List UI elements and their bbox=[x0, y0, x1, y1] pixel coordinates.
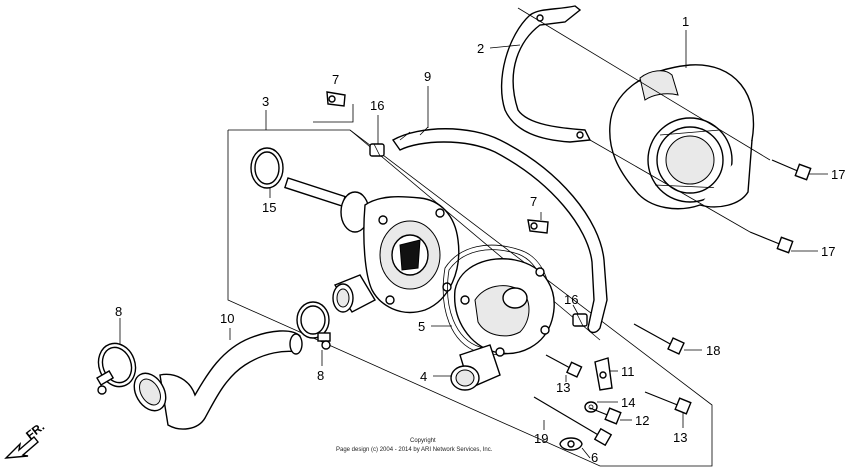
pump-cover[interactable] bbox=[450, 258, 555, 391]
clip-11[interactable] bbox=[594, 357, 613, 391]
copyright-line-1: Copyright bbox=[410, 438, 436, 444]
callout-1: 1 bbox=[682, 14, 689, 29]
hose-clamp-right[interactable] bbox=[296, 301, 331, 350]
front-direction-arrow: FR. bbox=[4, 419, 47, 459]
bolt-18[interactable] bbox=[633, 323, 685, 355]
callout-6: 6 bbox=[591, 450, 598, 465]
callout-8-left: 8 bbox=[115, 304, 122, 319]
callout-5: 5 bbox=[418, 319, 425, 334]
callout-9: 9 bbox=[424, 69, 431, 84]
bolt-12[interactable] bbox=[589, 407, 622, 425]
water-hose[interactable] bbox=[128, 330, 303, 430]
copyright-notice: Copyright Page design (c) 2004 - 2014 by… bbox=[336, 438, 493, 453]
callout-17-lower: 17 bbox=[821, 244, 835, 259]
clip-16-upper[interactable] bbox=[369, 143, 385, 157]
callout-16-lower: 16 bbox=[564, 292, 578, 307]
copyright-line-2: Page design (c) 2004 - 2014 by ARI Netwo… bbox=[336, 447, 493, 453]
callout-3: 3 bbox=[262, 94, 269, 109]
bolt-17-lower[interactable] bbox=[749, 231, 794, 254]
bolt-13-left[interactable] bbox=[545, 354, 583, 378]
bolt-17-upper[interactable] bbox=[771, 159, 812, 181]
callout-4: 4 bbox=[420, 369, 427, 384]
o-ring[interactable] bbox=[250, 147, 284, 189]
callout-17-upper: 17 bbox=[831, 167, 845, 182]
hose-clip-upper[interactable] bbox=[326, 91, 346, 107]
callout-13-left: 13 bbox=[556, 380, 570, 395]
callout-19: 19 bbox=[534, 431, 548, 446]
callout-13-right: 13 bbox=[673, 430, 687, 445]
hose-clamp-left[interactable] bbox=[93, 338, 142, 395]
callout-15: 15 bbox=[262, 200, 276, 215]
assembly-frame-3 bbox=[227, 129, 713, 467]
callout-2: 2 bbox=[477, 41, 484, 56]
fan-shroud-cover[interactable] bbox=[609, 64, 755, 210]
callout-14: 14 bbox=[621, 395, 635, 410]
callout-18: 18 bbox=[706, 343, 720, 358]
bolt-13-right[interactable] bbox=[644, 391, 692, 415]
mounting-bracket[interactable] bbox=[500, 5, 592, 143]
hose-clip-middle[interactable] bbox=[527, 219, 549, 234]
water-pump-body[interactable] bbox=[284, 177, 460, 314]
callout-10: 10 bbox=[220, 311, 234, 326]
hose-clamp-bottom[interactable] bbox=[559, 437, 583, 451]
callout-8-right: 8 bbox=[317, 368, 324, 383]
callout-12: 12 bbox=[635, 413, 649, 428]
bolt-19[interactable] bbox=[533, 396, 613, 447]
bypass-hose[interactable] bbox=[391, 126, 608, 334]
callout-11: 11 bbox=[621, 364, 635, 379]
leader-lines bbox=[119, 7, 828, 459]
callout-7-middle: 7 bbox=[530, 194, 537, 209]
callout-labels: 1 2 3 7 9 16 15 7 17 17 16 8 10 5 18 8 4… bbox=[115, 14, 845, 465]
callout-16-upper: 16 bbox=[370, 98, 384, 113]
callout-7-upper: 7 bbox=[332, 72, 339, 87]
clip-16-lower[interactable] bbox=[572, 313, 588, 327]
front-label: FR. bbox=[23, 419, 47, 442]
